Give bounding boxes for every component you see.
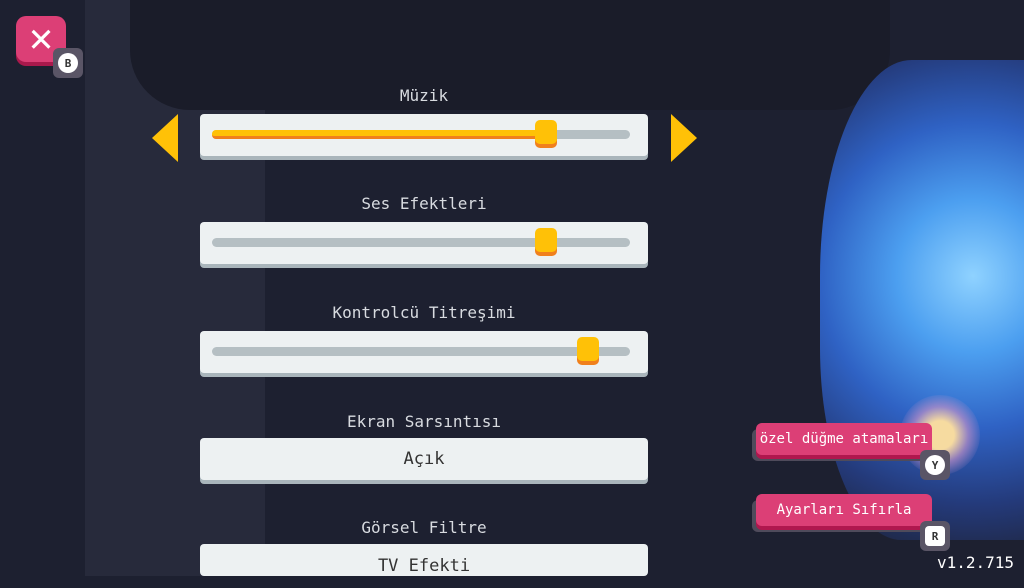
version-label: v1.2.715 bbox=[936, 553, 1014, 572]
filter-value: TV Efekti bbox=[377, 556, 471, 576]
sfx-slider[interactable] bbox=[200, 222, 648, 264]
setting-label-filter: Görsel Filtre bbox=[361, 518, 487, 537]
music-slider[interactable] bbox=[200, 114, 648, 156]
slider-track[interactable] bbox=[212, 228, 630, 252]
setting-label-vibration: Kontrolcü Titreşimi bbox=[332, 303, 516, 322]
setting-label-screenshake: Ekran Sarsıntısı bbox=[346, 412, 502, 431]
slider-thumb[interactable] bbox=[535, 120, 558, 144]
filter-option[interactable]: TV Efekti bbox=[200, 544, 648, 576]
slider-track[interactable] bbox=[212, 120, 630, 144]
key-hint-r: R bbox=[920, 521, 950, 551]
key-hint-label: Y bbox=[925, 455, 945, 475]
arrow-right-icon[interactable] bbox=[671, 114, 697, 162]
reset-settings-button[interactable]: Ayarları Sıfırla bbox=[756, 494, 932, 526]
key-hint-b: B bbox=[53, 48, 83, 78]
slider-track[interactable] bbox=[212, 337, 630, 361]
remap-buttons-button[interactable]: özel düğme atamaları bbox=[756, 423, 932, 455]
arrow-left-icon[interactable] bbox=[152, 114, 178, 162]
key-hint-y: Y bbox=[920, 450, 950, 480]
close-icon: ✕ bbox=[28, 15, 54, 61]
slider-fill bbox=[212, 130, 547, 139]
key-hint-label: B bbox=[58, 53, 78, 73]
slider-thumb[interactable] bbox=[577, 337, 600, 361]
key-hint-label: R bbox=[925, 526, 945, 546]
screenshake-value: Açık bbox=[403, 449, 445, 469]
slider-thumb[interactable] bbox=[535, 228, 558, 252]
setting-label-music: Müzik bbox=[399, 86, 449, 105]
vibration-slider[interactable] bbox=[200, 331, 648, 373]
screenshake-option[interactable]: Açık bbox=[200, 438, 648, 480]
background-foliage bbox=[130, 0, 890, 110]
setting-label-sfx: Ses Efektleri bbox=[361, 194, 487, 213]
